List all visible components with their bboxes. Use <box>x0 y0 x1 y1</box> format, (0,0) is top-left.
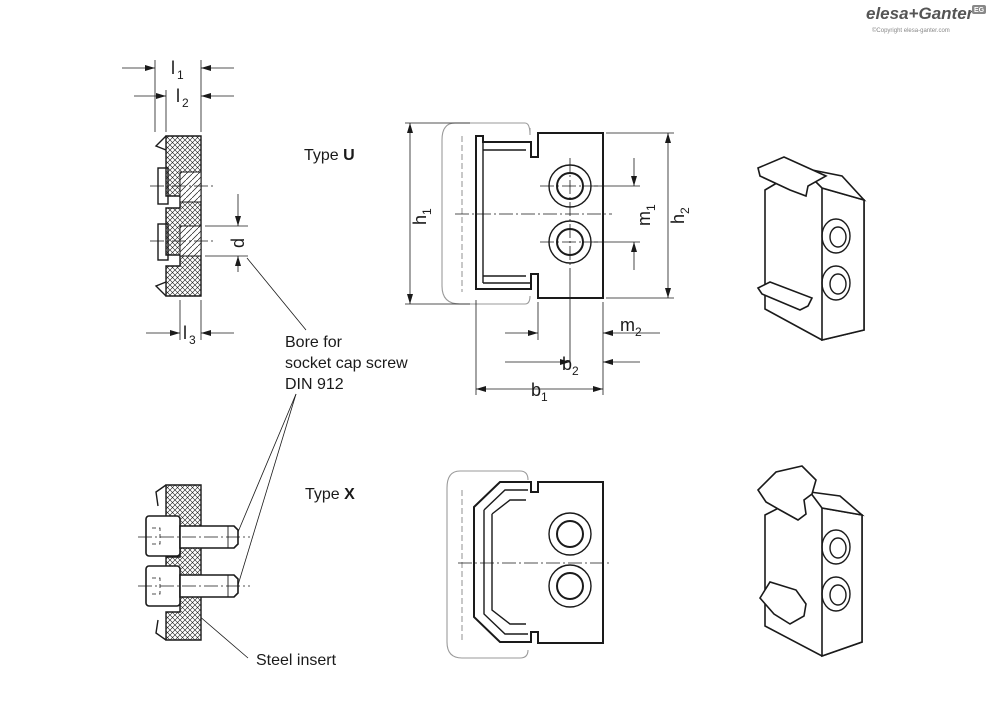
body-section-hatched-x <box>165 484 202 641</box>
logo-copyright-text: ©Copyright elesa-ganter.com <box>872 27 950 34</box>
hex-socket-upper <box>152 527 161 545</box>
iso-x-bore-lower <box>821 576 851 612</box>
ghost-mating-outline-x <box>446 470 529 659</box>
iso-u-lip-top <box>757 156 828 198</box>
leader-steel-insert <box>197 614 249 659</box>
side-section-type-u: l 1 l 2 l 3 d <box>122 58 248 347</box>
iso-u-bore-upper <box>821 218 851 254</box>
lip-bottom <box>154 281 167 297</box>
callout-bore-line1: Bore for <box>285 334 343 351</box>
leader-bore-upper-screw <box>237 393 297 533</box>
counterbore-lower <box>157 223 169 261</box>
iso-x-lip-bottom <box>759 581 807 625</box>
dim-d-label: d <box>228 238 248 248</box>
iso-x-bore-upper <box>821 529 851 565</box>
lip-top <box>154 135 167 151</box>
bore-x-lower-outer <box>548 564 592 608</box>
isometric-type-u <box>756 156 867 342</box>
iso-x-lip-top <box>756 465 817 521</box>
isometric-type-x <box>756 465 865 658</box>
iso-u-bore-lower <box>821 265 851 301</box>
dim-h2-label: h2 <box>668 207 692 224</box>
iso-x-top-face <box>808 490 865 517</box>
dim-m1-label: m1 <box>634 204 658 226</box>
dim-l1-label: l <box>171 58 175 78</box>
lip-x-bottom <box>155 619 167 641</box>
dim-b2-label: b2 <box>562 354 579 378</box>
callout-steel-insert: Steel insert <box>197 614 337 669</box>
type-x-label: Type X <box>305 486 355 503</box>
bore-x-lower-inner <box>556 572 584 600</box>
brand-logo: elesa+Ganter ©Copyright elesa-ganter.com… <box>866 4 986 34</box>
body-outline-x <box>473 481 604 644</box>
dim-l3-sub: 3 <box>189 333 196 347</box>
iso-u-lip-bottom <box>756 281 814 311</box>
type-u-label: Type U <box>304 147 355 164</box>
inner-profile-x <box>483 489 528 635</box>
dim-m2-label: m2 <box>620 315 642 339</box>
dim-l1-sub: 1 <box>177 68 184 82</box>
front-view-type-u: h1 h2 m1 m2 b2 b1 <box>405 122 692 404</box>
leader-bore-top <box>246 257 307 331</box>
dim-l2-label: l <box>176 86 180 106</box>
dim-b1-label: b1 <box>531 380 548 404</box>
front-view-type-x <box>446 470 612 659</box>
screw-head-upper <box>145 515 181 557</box>
logo-badge <box>972 5 986 14</box>
dim-h1-label: h1 <box>410 208 434 225</box>
body-section-hatched <box>165 135 202 297</box>
side-section-type-x <box>138 484 250 641</box>
insert-upper <box>179 171 202 203</box>
ghost-mating-outline <box>441 122 531 305</box>
callout-bore-line3: DIN 912 <box>285 376 344 393</box>
callout-steel-insert-text: Steel insert <box>256 652 337 669</box>
leader-bore-lower-screw <box>237 393 297 586</box>
dim-l2-sub: 2 <box>182 96 189 110</box>
body-outline-u <box>475 132 604 299</box>
bore-x-upper-outer <box>548 512 592 556</box>
logo-badge-text: EG <box>974 7 985 14</box>
lip-x-top <box>155 484 167 507</box>
iso-u-side-face <box>821 186 865 342</box>
callout-bore: Bore for socket cap screw DIN 912 <box>237 257 408 586</box>
iso-x-side-face <box>821 507 863 658</box>
bore-x-upper-inner <box>556 520 584 548</box>
dim-l3-label: l <box>183 323 187 343</box>
logo-brand-text: elesa+Ganter <box>866 4 975 23</box>
callout-bore-line2: socket cap screw <box>285 355 408 372</box>
